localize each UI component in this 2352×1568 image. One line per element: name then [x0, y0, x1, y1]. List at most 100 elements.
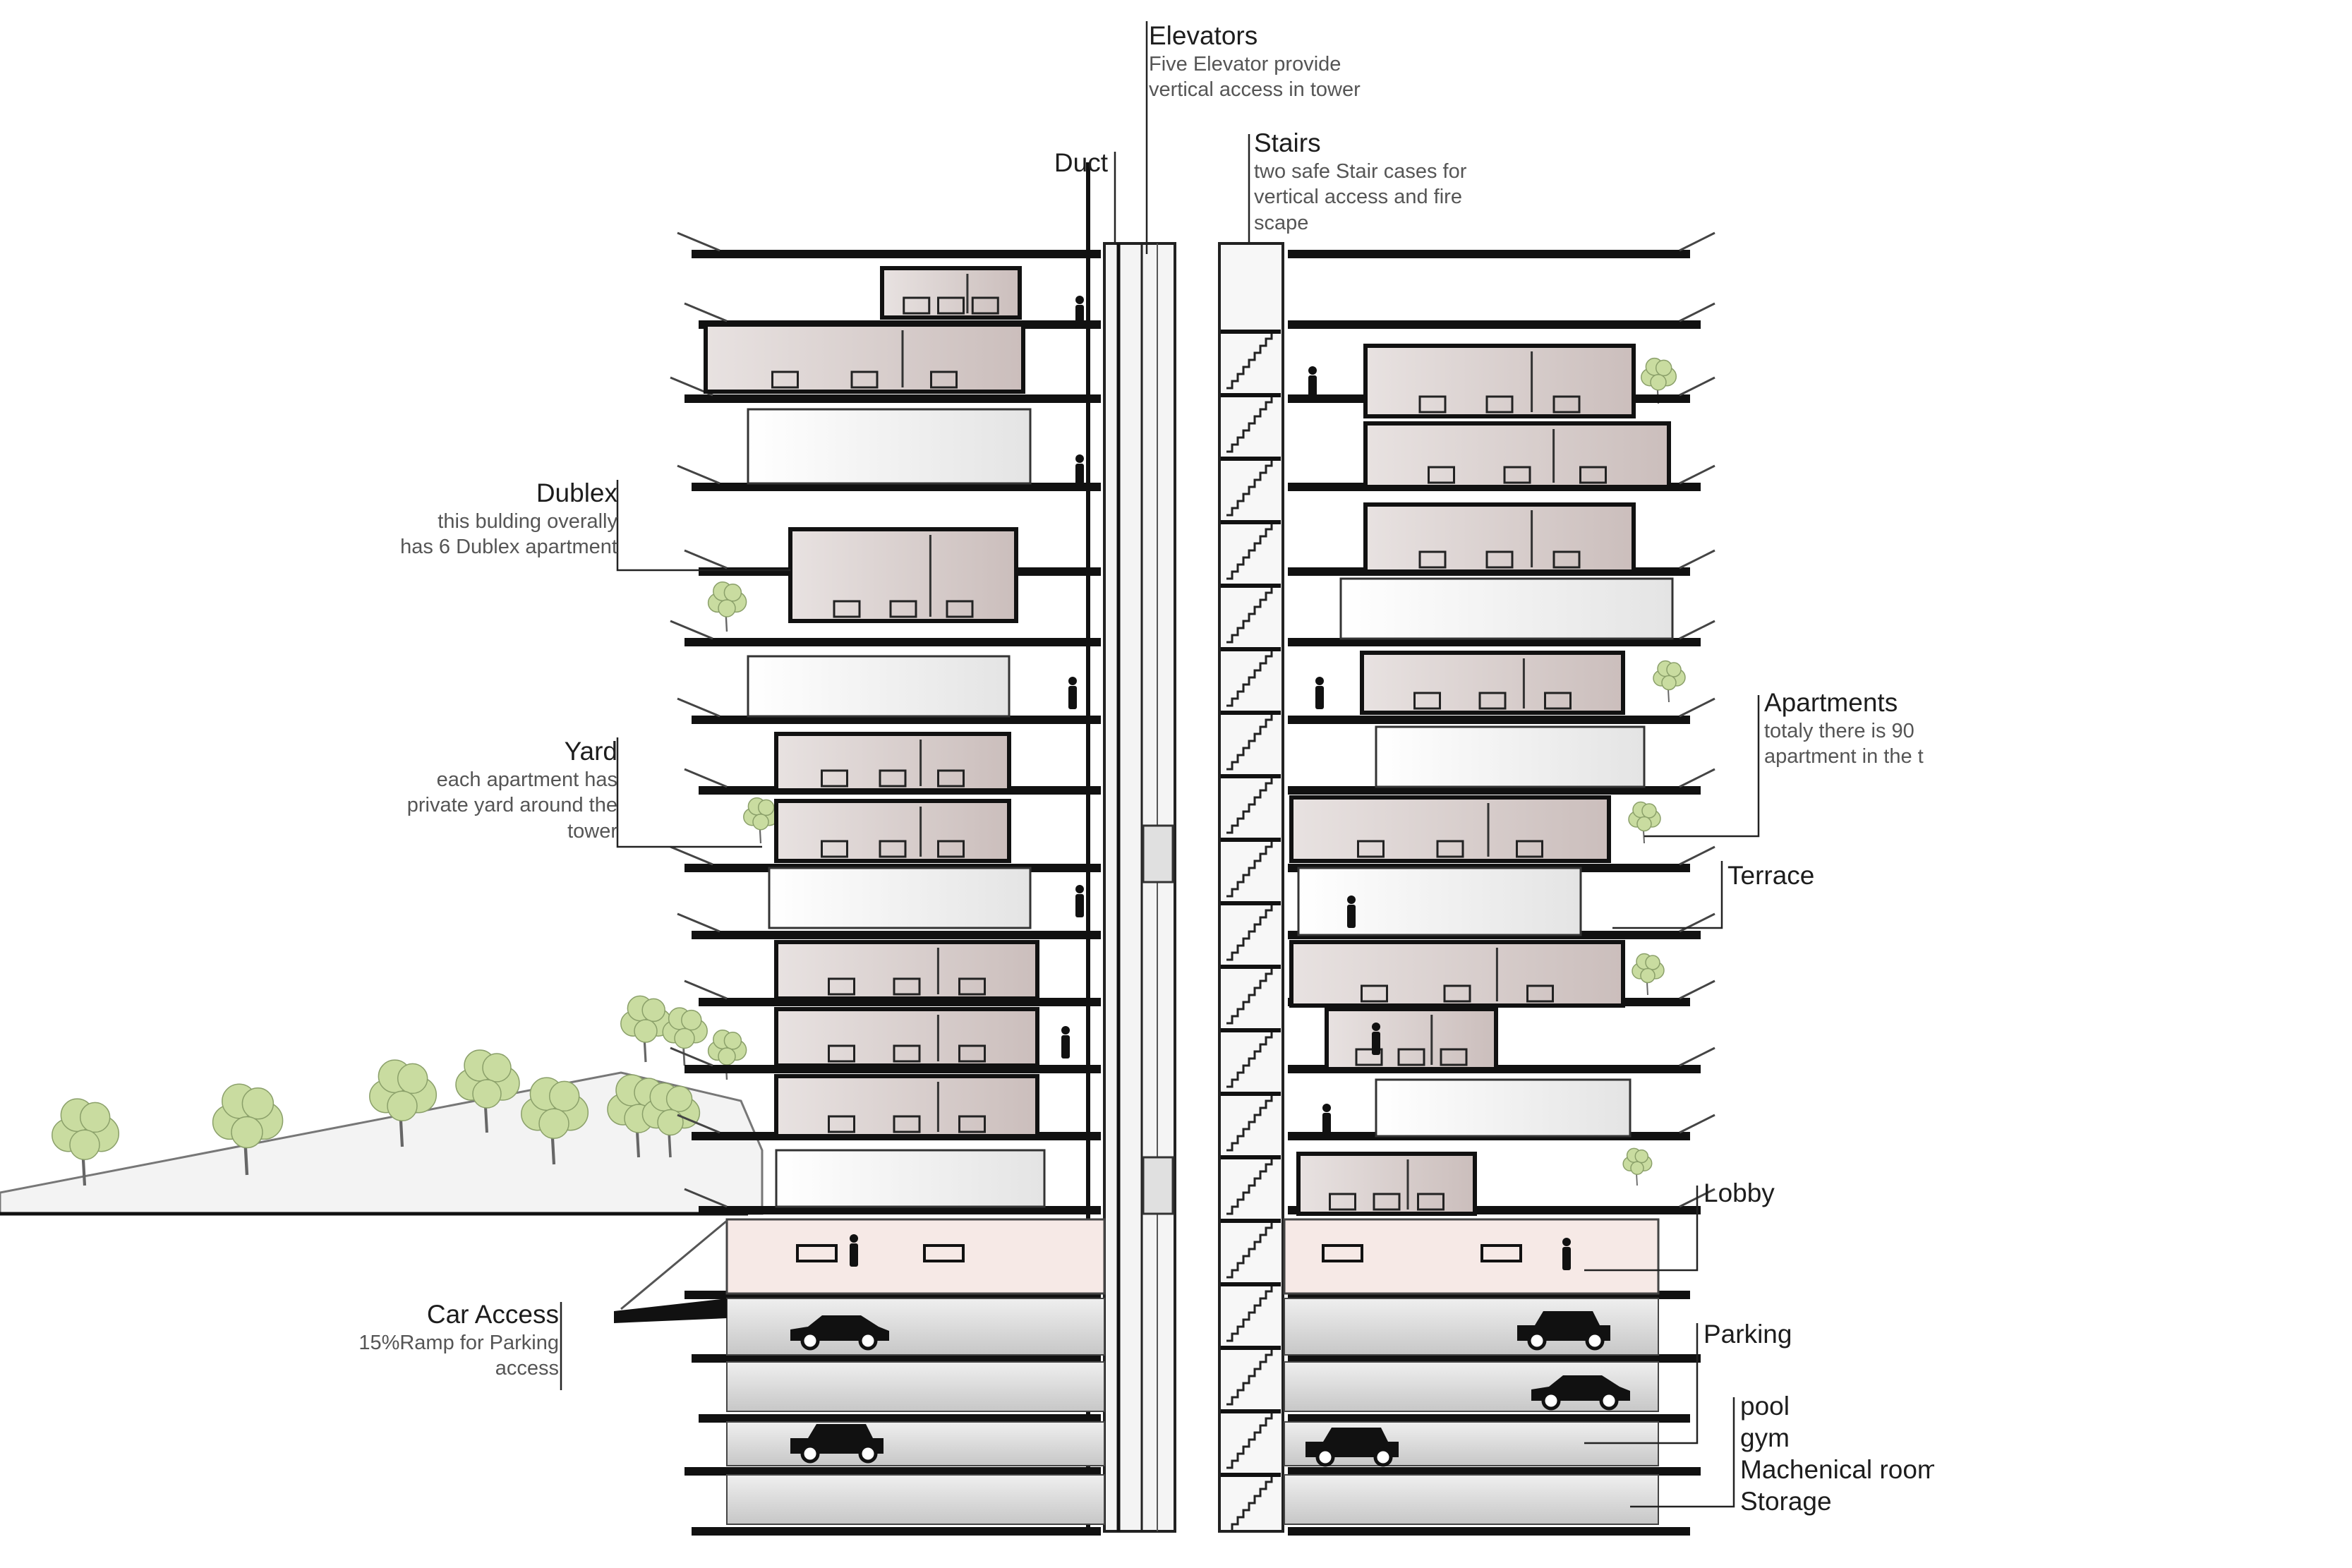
stair-flight [1221, 1282, 1281, 1342]
dublex-label: Dublex this bulding overally has 6 Duble… [332, 478, 617, 560]
balcony-edge [1679, 549, 1715, 569]
apartment-unit [774, 1074, 1039, 1138]
stair-flight [1221, 1346, 1281, 1406]
floor-slab [1288, 1527, 1690, 1536]
elevator-shaft [1103, 242, 1176, 1533]
balcony-edge [684, 1188, 728, 1208]
balcony-edge [1679, 464, 1715, 485]
stair-flight [1221, 965, 1281, 1025]
parking-level [1284, 1474, 1659, 1525]
floor-slab [1288, 786, 1701, 795]
floor-slab [692, 1354, 1101, 1363]
car-icon [790, 1315, 889, 1351]
basement-item-pool: pool [1740, 1392, 1790, 1421]
tree-icon [1632, 953, 1665, 996]
tree-icon [1622, 1147, 1653, 1186]
balcony-edge [670, 620, 713, 640]
open-block [775, 1149, 1046, 1208]
parking-level [726, 1298, 1105, 1356]
basement-item-gym: gym [1740, 1423, 1790, 1453]
floor-slab [692, 716, 1101, 724]
dublex-desc: this bulding overally has 6 Dublex apart… [400, 509, 617, 559]
stairs-desc: two safe Stair cases for vertical access… [1254, 159, 1467, 235]
leader-line [1630, 1397, 1735, 1508]
balcony-edge [684, 768, 728, 788]
leader-line [1612, 861, 1723, 929]
open-block [747, 655, 1011, 718]
tower-section [614, 162, 1715, 1536]
apartment-unit [1360, 651, 1625, 715]
stair-flight [1221, 711, 1281, 771]
balcony-edge [1679, 1114, 1715, 1134]
apartments-label: Apartments totaly there is 90 apartment … [1764, 688, 1936, 770]
stair-flight [1221, 330, 1281, 390]
balcony-edge [684, 979, 728, 1000]
tree-icon [1653, 660, 1686, 703]
open-block [1339, 577, 1674, 640]
balcony-edge [1679, 845, 1715, 866]
car-access-title: Car Access [426, 1300, 559, 1329]
elevators-desc: Five Elevator provide vertical access in… [1149, 52, 1361, 102]
stair-shaft [1218, 242, 1284, 1533]
balcony-edge [670, 1047, 713, 1067]
balcony-edge [670, 845, 713, 866]
parking-level [726, 1474, 1105, 1525]
car-access-desc: 15%Ramp for Parking access [358, 1331, 559, 1380]
balcony-edge [677, 464, 720, 485]
open-block [747, 408, 1032, 485]
yard-title: Yard [564, 737, 617, 766]
car-icon [1531, 1375, 1630, 1411]
apartment-unit [774, 1007, 1039, 1068]
tree-icon [662, 1007, 708, 1066]
parking-level [726, 1361, 1105, 1412]
lobby-right [1283, 1218, 1660, 1295]
person-icon [1075, 454, 1084, 487]
stairs-label: Stairs two safe Stair cases for vertical… [1254, 128, 1550, 236]
floor-slab [1288, 716, 1690, 724]
apartment-unit [880, 266, 1022, 320]
yard-desc: each apartment has private yard around t… [406, 768, 617, 843]
tree-icon [707, 1030, 747, 1080]
stair-flight [1221, 457, 1281, 517]
apartment-unit [774, 940, 1039, 1001]
basement-item-storage: Storage [1740, 1487, 1832, 1516]
elevators-title: Elevators [1149, 21, 1258, 50]
stair-flight [1221, 393, 1281, 453]
floor-slab [1288, 1354, 1701, 1363]
apartment-unit [1363, 502, 1636, 574]
basement-label: pool gym Machenical room Storage [1740, 1390, 1934, 1518]
floor-slab [685, 1467, 1101, 1476]
floor-slab [692, 931, 1101, 939]
apartment-unit [774, 799, 1011, 863]
leader-line [616, 737, 762, 848]
balcony-edge [684, 302, 728, 322]
apartment-unit [1363, 344, 1636, 418]
tree-icon [707, 581, 747, 632]
stair-flight [1221, 584, 1281, 644]
stair-flight [1221, 1155, 1281, 1215]
lobby-label: Lobby [1703, 1178, 1915, 1209]
open-block [1375, 1078, 1632, 1138]
elevators-label: Elevators Five Elevator provide vertical… [1149, 21, 1445, 103]
yard-label: Yard each apartment has private yard aro… [332, 737, 617, 845]
person-icon [1315, 677, 1324, 709]
parking-label: Parking [1703, 1320, 1915, 1350]
balcony-edge [677, 912, 720, 933]
person-icon [1308, 366, 1317, 399]
stair-flight [1221, 1409, 1281, 1469]
elevator-cab [1142, 1156, 1174, 1215]
sofa-icon [1322, 1244, 1363, 1262]
balcony-edge [1679, 231, 1715, 252]
leader-line [616, 480, 790, 572]
balcony-edge [1679, 376, 1715, 397]
person-icon [1347, 895, 1356, 928]
sofa-icon [923, 1244, 965, 1262]
apartment-unit [1363, 421, 1671, 489]
balcony-edge [1679, 1047, 1715, 1067]
tree-icon [743, 797, 780, 844]
tree-group [52, 357, 1686, 1186]
floor-slab [692, 483, 1101, 491]
apartment-unit [788, 527, 1018, 623]
suv-icon [1305, 1428, 1399, 1467]
